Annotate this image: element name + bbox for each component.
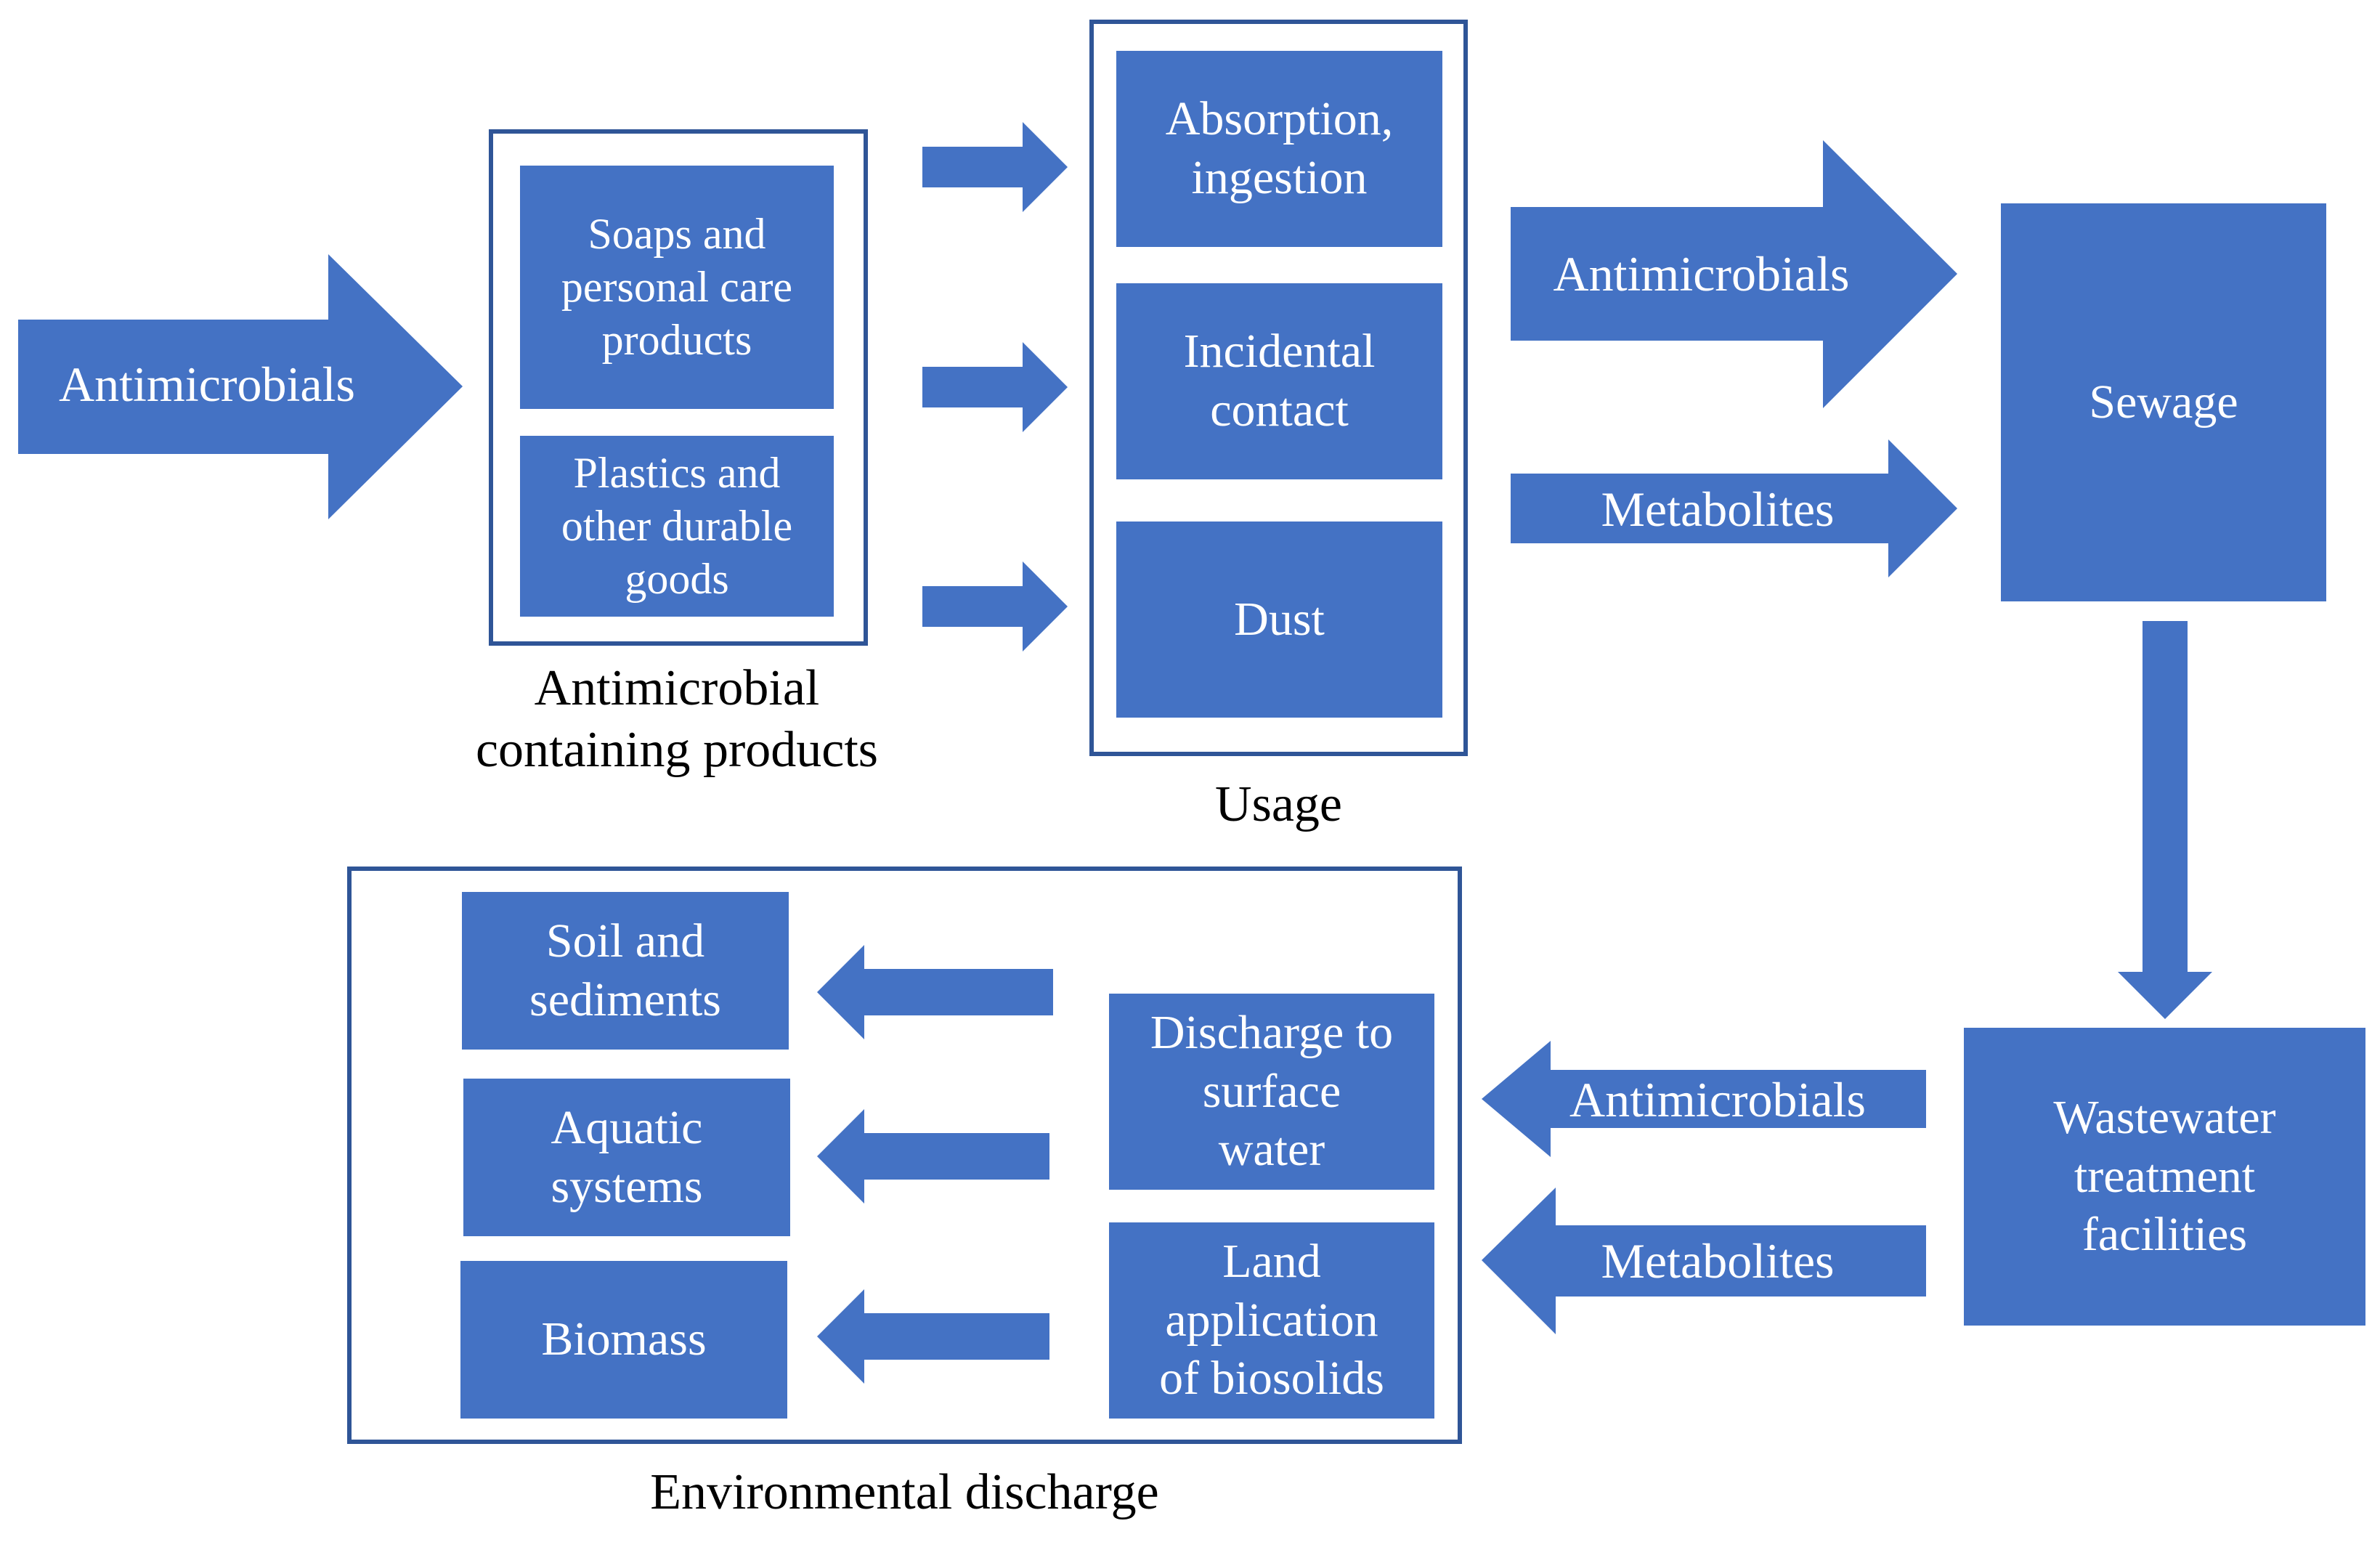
- environment-caption: Environmental discharge: [650, 1464, 1159, 1520]
- sewage-box: Sewage: [2001, 203, 2326, 601]
- arrow-to-absorption: [922, 122, 1068, 212]
- usage-caption: Usage: [1215, 776, 1342, 832]
- usage-incidental-contact: Incidental contact: [1116, 283, 1442, 479]
- from-wwtf-antimicrobials-label: Antimicrobials: [1569, 1072, 1866, 1127]
- wwtf-box: Wastewater treatment facilities: [1964, 1028, 2365, 1326]
- sink-biomass: Biomass: [460, 1261, 787, 1419]
- usage-frame: [1089, 20, 1468, 756]
- products-caption: Antimicrobial containing products: [475, 660, 879, 779]
- environment-frame: [347, 867, 1462, 1444]
- route-surface-water: Discharge to surface water: [1109, 994, 1434, 1190]
- usage-dust: Dust: [1116, 522, 1442, 718]
- product-soaps: Soaps and personal care products: [520, 166, 834, 409]
- arrow-to-dust: [922, 561, 1068, 652]
- usage-absorption: Absorption, ingestion: [1116, 51, 1442, 247]
- product-plastics: Plastics and other durable goods: [520, 436, 834, 617]
- input-arrow-label: Antimicrobials: [59, 357, 355, 412]
- from-wwtf-metabolites-label: Metabolites: [1601, 1233, 1835, 1289]
- sink-aquatic-systems: Aquatic systems: [463, 1079, 790, 1236]
- sink-soil-sediments: Soil and sediments: [462, 892, 789, 1050]
- to-sewage-antimicrobials-label: Antimicrobials: [1553, 246, 1850, 301]
- route-land-application: Land application of biosolids: [1109, 1222, 1434, 1419]
- arrow-to-contact: [922, 342, 1068, 432]
- to-sewage-metabolites-label: Metabolites: [1601, 482, 1835, 537]
- products-frame: [489, 129, 868, 646]
